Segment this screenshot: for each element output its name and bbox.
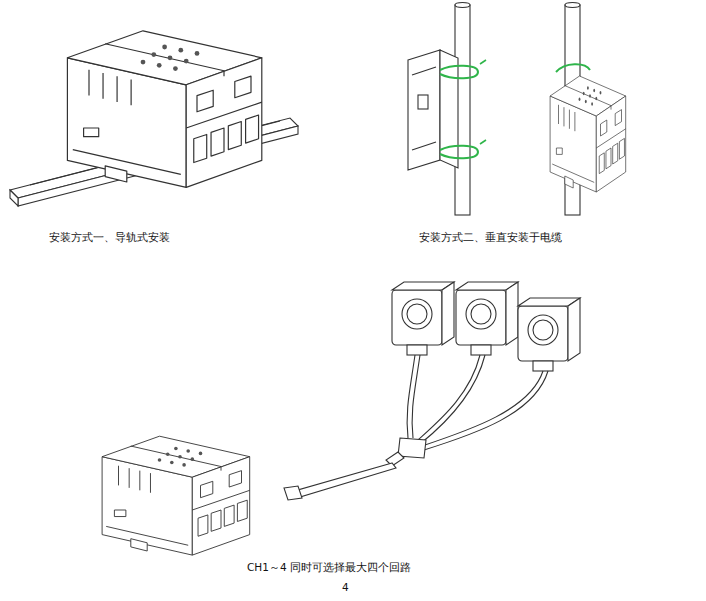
figure-caption: 安装方式一、导轨式安装 bbox=[48, 231, 171, 244]
figure-caption: 安装方式二、垂直安装于电缆 bbox=[418, 231, 563, 244]
page-number: 4 bbox=[341, 581, 350, 594]
figure-caption: CH1～4 同时可选择最大四个回路 bbox=[246, 561, 412, 574]
